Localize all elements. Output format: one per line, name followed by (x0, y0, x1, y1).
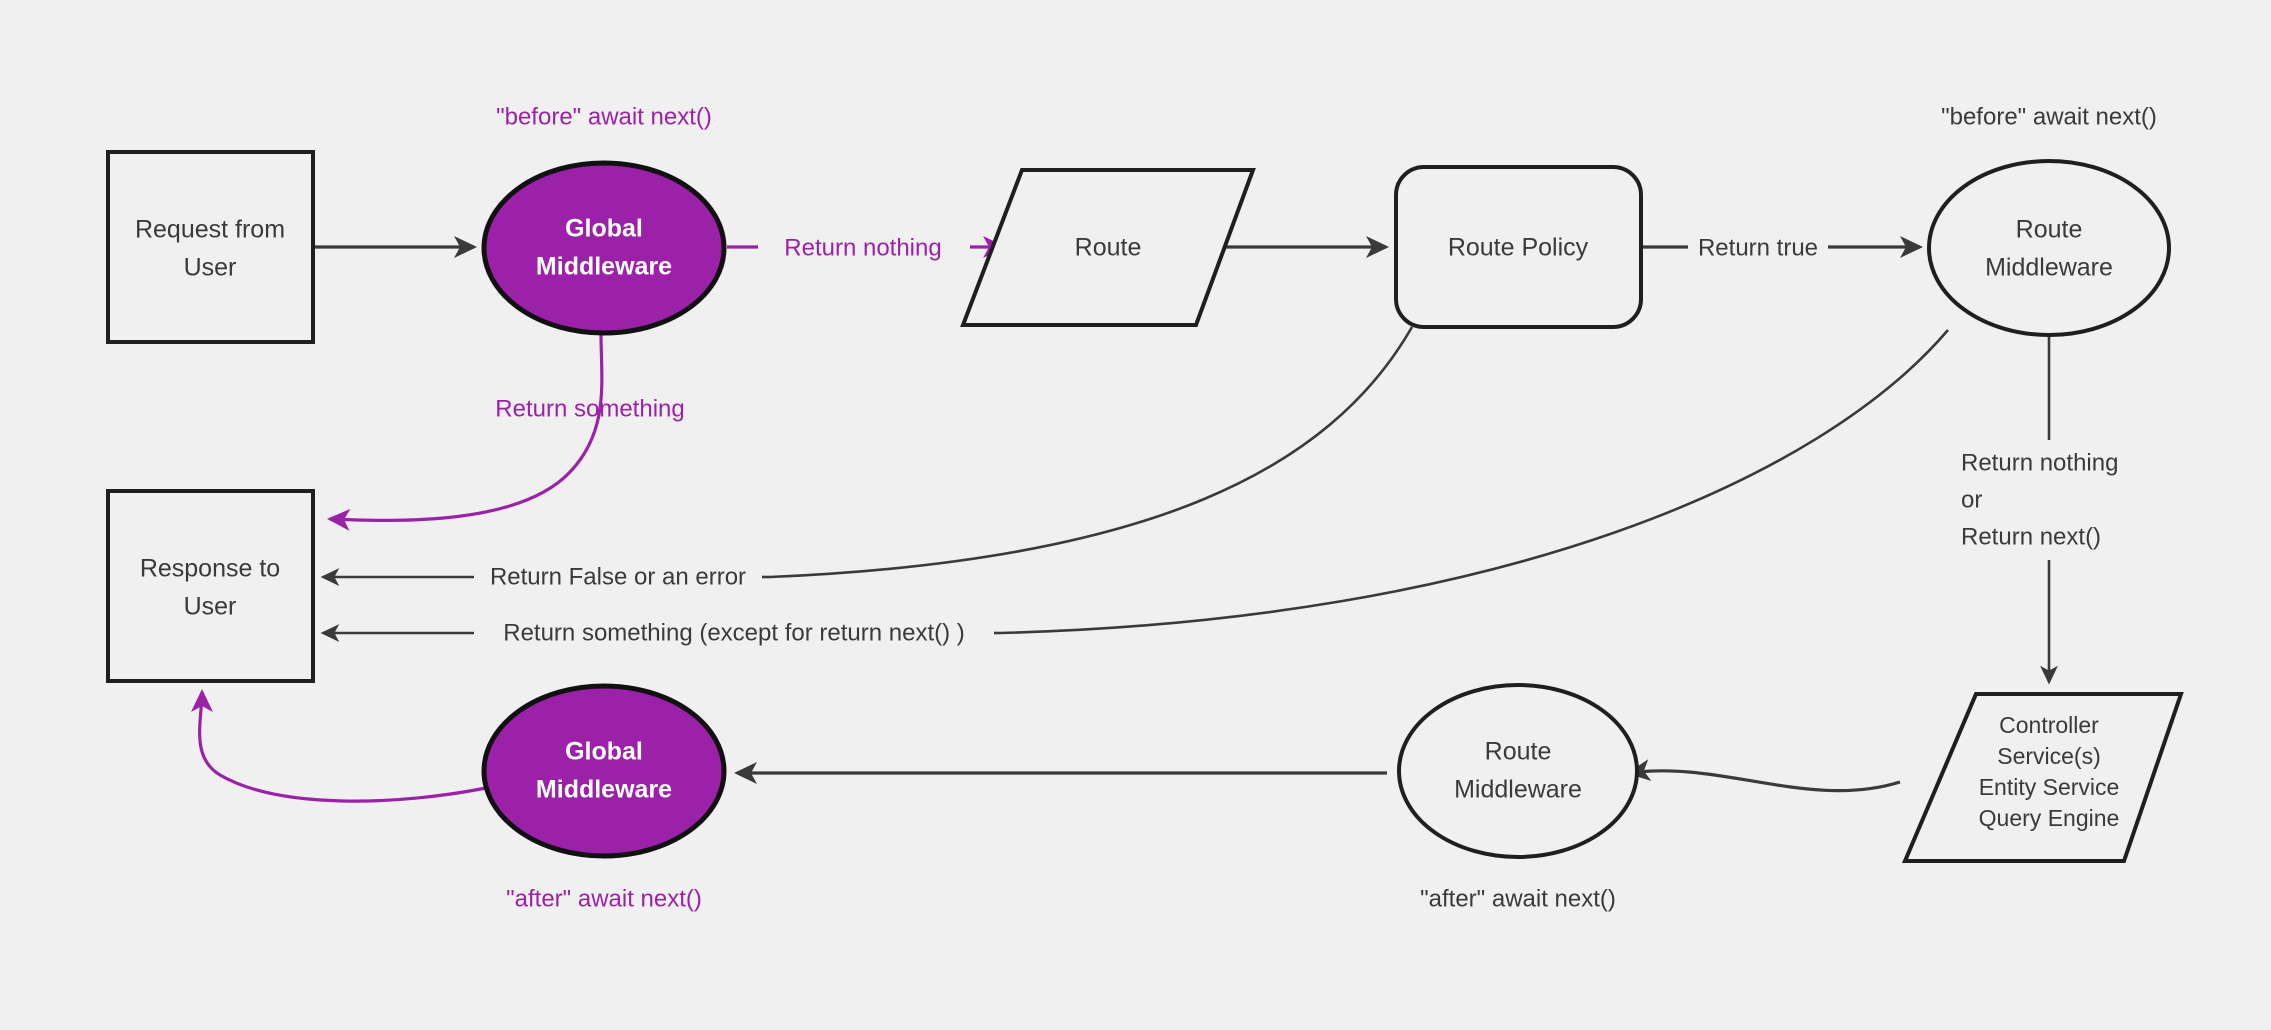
node-request-from-user[interactable]: Request from User (106, 150, 315, 344)
controller-parallelogram (1901, 692, 2184, 863)
global-middleware-bottom-label-line2: Middleware (536, 776, 672, 804)
request-from-user-box (106, 150, 315, 344)
return-nothing-label-bg (758, 232, 970, 264)
node-route-middleware-bottom[interactable]: Route Middleware (1397, 683, 1639, 859)
global-middleware-bottom-label-line1: Global (565, 738, 643, 766)
route-middleware-bottom-label-line2: Middleware (1454, 776, 1582, 804)
route-middleware-bottom-label-line1: Route (1485, 738, 1552, 766)
edge-label-return-something: Return something (495, 395, 684, 422)
route-label: Route (1075, 234, 1142, 262)
node-global-middleware-top[interactable]: Global Middleware (481, 160, 727, 336)
edge-label-return-nothing: Return nothing (784, 234, 941, 261)
global-middleware-top-ellipse (481, 160, 727, 336)
edge-label-return-nothing-or-next-line3: Return next() (1961, 523, 2101, 550)
node-response-to-user[interactable]: Response to User (106, 489, 315, 683)
route-middleware-bottom-ellipse (1397, 683, 1639, 859)
route-policy-label: Route Policy (1448, 234, 1589, 262)
edge-label-return-nothing-or-next-line1: Return nothing (1961, 449, 2118, 476)
annotation-before-await-next-route: "before" await next() (1941, 103, 2157, 130)
edge-route-middleware-to-response (999, 329, 1949, 635)
edge-label-return-nothing-or-next-line2: or (1961, 486, 1982, 513)
response-to-user-label-line2: User (184, 593, 237, 621)
annotation-after-await-next-route: "after" await next() (1420, 885, 1616, 912)
request-from-user-label-line1: Request from (135, 216, 285, 244)
edge-global-middleware-to-response (327, 333, 604, 531)
response-to-user-label-line1: Response to (140, 555, 280, 583)
route-policy-box (1394, 165, 1643, 329)
route-middleware-top-label-line2: Middleware (1985, 254, 2113, 282)
controller-label-line2: Service(s) (1997, 743, 2101, 769)
node-route-policy[interactable]: Route Policy (1394, 165, 1643, 329)
global-middleware-bottom-ellipse (481, 683, 727, 859)
request-from-user-label-line2: User (184, 254, 237, 282)
route-middleware-top-ellipse (1927, 159, 2171, 337)
return-false-label-bg (474, 560, 762, 594)
annotation-before-await-next-global: "before" await next() (496, 103, 712, 130)
edge-label-return-false-or-error: Return False or an error (490, 563, 746, 590)
edge-label-return-something-except-next: Return something (except for return next… (503, 619, 965, 646)
global-middleware-top-label-line1: Global (565, 215, 643, 243)
annotation-after-await-next-global: "after" await next() (506, 885, 702, 912)
node-global-middleware-bottom[interactable]: Global Middleware (481, 683, 727, 859)
return-true-label-bg (1688, 232, 1828, 264)
return-nothing-or-next-label-bg (1955, 440, 2195, 560)
response-to-user-box (106, 489, 315, 683)
node-route-middleware-top[interactable]: Route Middleware (1927, 159, 2171, 337)
edge-route-policy-to-response (769, 326, 1414, 579)
route-middleware-top-label-line1: Route (2016, 216, 2083, 244)
route-parallelogram (960, 168, 1256, 327)
edge-controller-to-route-middleware-bottom (1627, 759, 1901, 793)
node-route[interactable]: Route (960, 168, 1256, 327)
edge-global-middleware-bottom-to-response (190, 689, 487, 803)
controller-label-line4: Query Engine (1979, 805, 2120, 831)
return-something-except-label-bg (474, 616, 994, 650)
controller-label-line1: Controller (1999, 712, 2099, 738)
node-controller[interactable]: Controller Service(s) Entity Service Que… (1901, 692, 2184, 863)
global-middleware-top-label-line2: Middleware (536, 253, 672, 281)
edge-label-return-true: Return true (1698, 234, 1818, 261)
controller-label-line3: Entity Service (1979, 774, 2120, 800)
